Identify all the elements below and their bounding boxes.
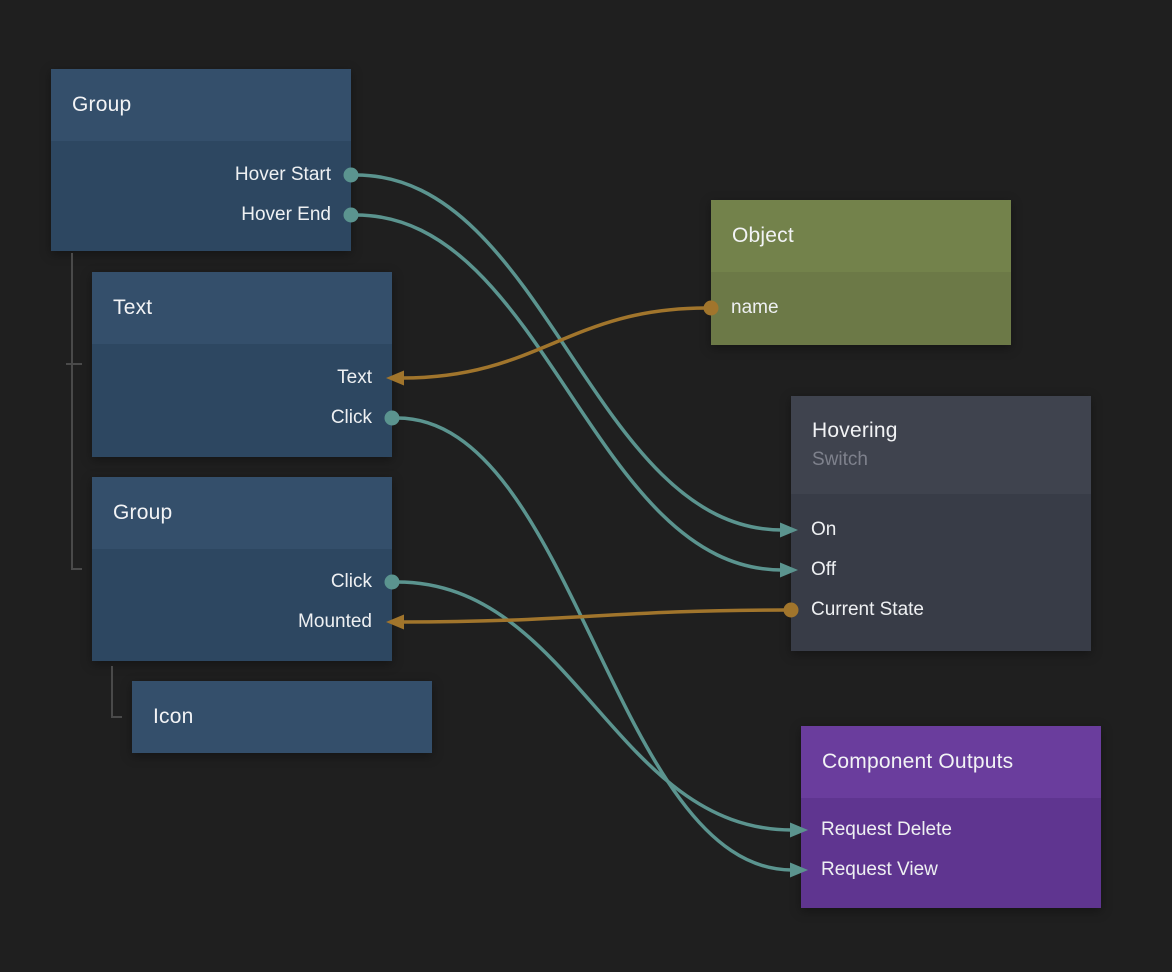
node-object[interactable]: Object name	[711, 200, 1011, 345]
connection-group-mid.click-to-component-outputs.request-delete[interactable]	[395, 580, 794, 832]
node-header: Text	[92, 272, 392, 344]
port-off[interactable]: Off	[811, 559, 836, 580]
port-on[interactable]: On	[811, 519, 837, 540]
node-header: Icon	[132, 681, 432, 753]
connection-hovering.current-state-to-group-mid.mounted[interactable]	[400, 608, 788, 624]
node-icon[interactable]: Icon	[132, 681, 432, 753]
node-header: Component Outputs	[801, 726, 1101, 798]
port-current-state[interactable]: Current State	[811, 599, 924, 620]
node-header: Object	[711, 200, 1011, 272]
node-header: Group	[51, 69, 351, 141]
node-title: Text	[113, 296, 153, 319]
port-click[interactable]: Click	[330, 407, 372, 428]
node-title: Group	[72, 93, 132, 116]
node-title: Icon	[153, 705, 194, 728]
node-title: Group	[113, 501, 173, 524]
port-hover-start[interactable]: Hover Start	[234, 164, 331, 185]
node-subtitle: Switch	[812, 449, 868, 470]
node-title: Object	[732, 224, 794, 247]
node-body: name	[711, 272, 1011, 345]
port-hover-end[interactable]: Hover End	[241, 204, 331, 225]
port-click[interactable]: Click	[330, 571, 372, 592]
connection-text.click-to-component-outputs.request-view[interactable]	[395, 416, 794, 872]
port-mounted[interactable]: Mounted	[298, 611, 372, 632]
hierarchy-line	[111, 666, 122, 718]
node-title: Hovering	[812, 419, 898, 442]
hierarchy-line	[71, 253, 82, 570]
port-text[interactable]: Text	[337, 367, 372, 388]
port-request-delete[interactable]: Request Delete	[821, 819, 952, 840]
port-request-view[interactable]: Request View	[821, 859, 938, 880]
connection-object.name-to-text.text[interactable]	[400, 306, 708, 380]
node-title: Component Outputs	[822, 750, 1014, 773]
port-name[interactable]: name	[731, 297, 779, 318]
node-header: Group	[92, 477, 392, 549]
